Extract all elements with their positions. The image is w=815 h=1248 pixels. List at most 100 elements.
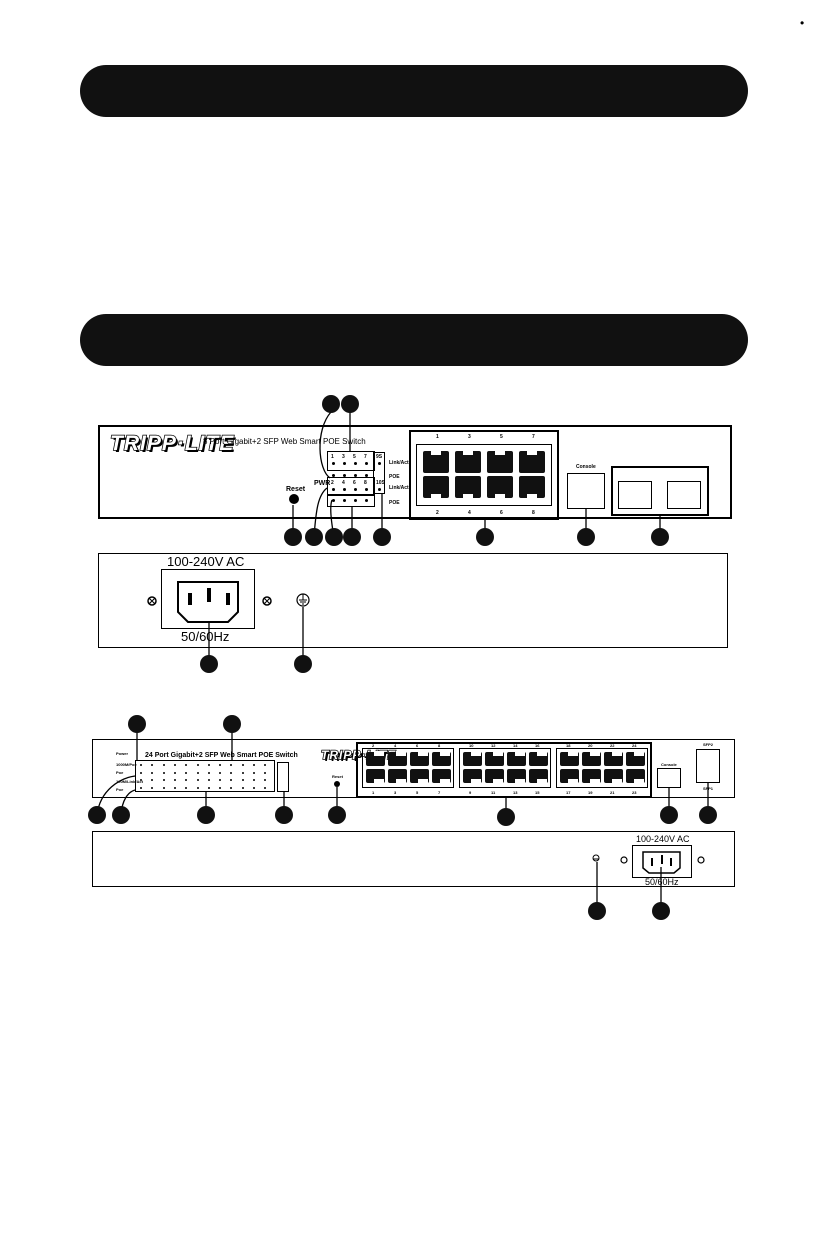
rj45-port[interactable] bbox=[560, 751, 579, 766]
switch24-led-row-poe: Poe bbox=[116, 770, 124, 775]
led bbox=[241, 779, 244, 781]
port-num: 6 bbox=[416, 743, 419, 748]
port-num: 20 bbox=[588, 743, 593, 748]
rj45-port[interactable] bbox=[604, 751, 623, 766]
led bbox=[196, 779, 199, 781]
port-num: 17 bbox=[566, 790, 571, 795]
led bbox=[151, 786, 154, 789]
led bbox=[343, 462, 346, 465]
rj45-port[interactable] bbox=[463, 769, 482, 784]
led-sfp-9: 9S bbox=[376, 454, 383, 460]
led bbox=[378, 488, 381, 491]
led-num-6: 6 bbox=[353, 480, 356, 486]
rj45-port[interactable] bbox=[487, 450, 513, 473]
rj45-port[interactable] bbox=[529, 769, 548, 784]
led bbox=[264, 771, 267, 774]
switch24-sfp2-label: SFP2 bbox=[703, 742, 714, 747]
power-inlet-8 bbox=[177, 581, 239, 623]
port-num: 14 bbox=[513, 743, 518, 748]
led bbox=[173, 771, 176, 774]
inlet-pin bbox=[651, 858, 653, 866]
led bbox=[219, 771, 222, 774]
switch8-console-port[interactable] bbox=[567, 473, 605, 509]
rj45-port[interactable] bbox=[423, 476, 449, 499]
port-num-3: 3 bbox=[468, 434, 471, 440]
rj45-port[interactable] bbox=[626, 769, 645, 784]
rj45-port[interactable] bbox=[410, 769, 429, 784]
rj45-port[interactable] bbox=[366, 751, 385, 766]
rj45-port[interactable] bbox=[463, 751, 482, 766]
switch24-sfp-slot[interactable] bbox=[696, 749, 720, 783]
switch8-led-block-mid bbox=[327, 477, 375, 495]
rj45-port[interactable] bbox=[582, 769, 601, 784]
rj45-port[interactable] bbox=[519, 450, 545, 473]
port-num: 1 bbox=[372, 790, 375, 795]
led bbox=[196, 786, 199, 789]
switch8-reset-button[interactable] bbox=[289, 494, 299, 504]
switch8-power-freq: 50/60Hz bbox=[181, 629, 230, 644]
led bbox=[162, 764, 165, 766]
switch24-model-title: 24 Port Gigabit+2 SFP Web Smart POE Swit… bbox=[145, 752, 298, 759]
switch8-port-inner-frame bbox=[416, 444, 552, 506]
rj45-port[interactable] bbox=[487, 476, 513, 499]
led bbox=[332, 462, 335, 465]
switch24-power-freq: 50/60Hz bbox=[645, 877, 679, 887]
rj45-port[interactable] bbox=[626, 751, 645, 766]
switch24-console-port[interactable] bbox=[657, 768, 681, 788]
led-num-4: 4 bbox=[342, 480, 345, 486]
rj45-port[interactable] bbox=[455, 476, 481, 499]
switch8-link-act-label-2: Link/Act bbox=[389, 485, 409, 491]
switch8-sfp-block bbox=[611, 466, 709, 516]
switch24-reset-label: Reset bbox=[332, 774, 343, 779]
switch8-power-inlet-frame bbox=[161, 569, 255, 629]
led bbox=[253, 779, 255, 781]
rj45-port[interactable] bbox=[560, 769, 579, 784]
led bbox=[354, 488, 357, 491]
led bbox=[230, 779, 233, 781]
port-num: 22 bbox=[610, 743, 615, 748]
sfp-slot[interactable] bbox=[667, 481, 701, 509]
led bbox=[365, 499, 368, 502]
rj45-port[interactable] bbox=[485, 751, 504, 766]
rj45-port[interactable] bbox=[432, 751, 451, 766]
led bbox=[151, 764, 154, 766]
led bbox=[241, 764, 244, 766]
led bbox=[354, 462, 357, 465]
led-sfp-10: 10S bbox=[376, 480, 385, 486]
switch8-poe-label-2: POE bbox=[389, 500, 400, 506]
port-num: 7 bbox=[438, 790, 441, 795]
rj45-port[interactable] bbox=[507, 751, 526, 766]
rj45-port[interactable] bbox=[410, 751, 429, 766]
switch24-led-row-1000m: 1000M/Poe bbox=[116, 762, 137, 767]
rj45-port[interactable] bbox=[485, 769, 504, 784]
port-num-4: 4 bbox=[468, 510, 471, 516]
switch24-port-group-3 bbox=[556, 748, 648, 788]
sfp-slot[interactable] bbox=[618, 481, 652, 509]
rj45-port[interactable] bbox=[519, 476, 545, 499]
port-num-8: 8 bbox=[532, 510, 535, 516]
switch24-reset-button[interactable] bbox=[334, 781, 340, 787]
switch8-reset-label: Reset bbox=[286, 486, 306, 493]
led bbox=[354, 474, 357, 477]
rj45-port[interactable] bbox=[604, 769, 623, 784]
switch24-port-block bbox=[356, 742, 652, 798]
rj45-port[interactable] bbox=[507, 769, 526, 784]
port-num: 2 bbox=[372, 743, 375, 748]
led bbox=[173, 779, 176, 781]
led bbox=[378, 462, 381, 465]
callout-markers bbox=[88, 395, 717, 920]
rj45-port[interactable] bbox=[432, 769, 451, 784]
led bbox=[196, 771, 199, 774]
rj45-port[interactable] bbox=[582, 751, 601, 766]
led-num-5: 5 bbox=[353, 454, 356, 460]
rj45-port[interactable] bbox=[423, 450, 449, 473]
port-num-7: 7 bbox=[532, 434, 535, 440]
rj45-port[interactable] bbox=[366, 769, 385, 784]
rj45-port[interactable] bbox=[388, 769, 407, 784]
led bbox=[332, 499, 335, 502]
rj45-port[interactable] bbox=[388, 751, 407, 766]
led bbox=[264, 779, 267, 781]
rj45-port[interactable] bbox=[529, 751, 548, 766]
rj45-port[interactable] bbox=[455, 450, 481, 473]
led bbox=[196, 764, 199, 766]
